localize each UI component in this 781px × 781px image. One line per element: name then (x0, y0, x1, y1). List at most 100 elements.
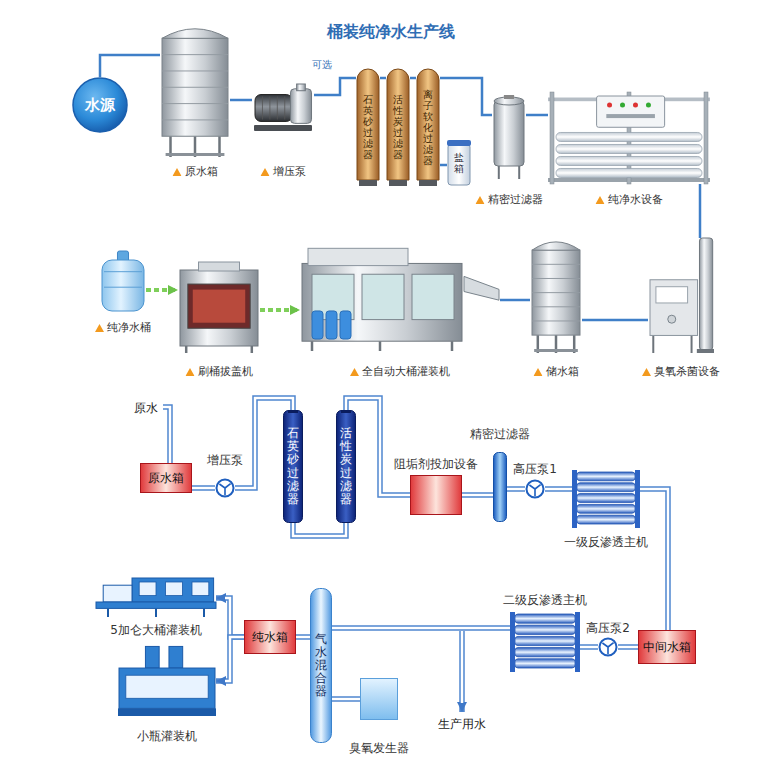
illustration-part (193, 290, 245, 323)
connector-group (462, 495, 493, 496)
node-label: 臭氧发生器 (349, 740, 409, 757)
pipe-core (462, 494, 493, 497)
water-pipe (699, 184, 702, 238)
caption-marker (534, 368, 543, 376)
illustration-part (162, 87, 228, 88)
illustration-part (155, 608, 157, 617)
caption-marker (642, 368, 651, 376)
water-source-circle: 水源 (72, 77, 128, 133)
illustration-part (269, 96, 270, 119)
equipment-illustration (118, 645, 216, 717)
illustration-part (162, 29, 228, 39)
illustration-part (515, 625, 575, 634)
illustration-part (532, 306, 580, 307)
illustration-part (104, 271, 142, 272)
filter-tank: 活性炭过滤器 (386, 68, 410, 186)
note-label: 原水 (134, 400, 158, 417)
illustration-part (532, 292, 580, 293)
pipe-core (580, 646, 598, 649)
caption-marker (350, 368, 359, 376)
illustration-part (192, 582, 209, 596)
illustration-part (362, 274, 404, 319)
equipment-illustration (160, 22, 230, 158)
connector-group (440, 78, 492, 115)
equipment-illustration (96, 578, 216, 618)
caption-marker (596, 196, 605, 204)
bottle-filler: 小瓶灌装机 (118, 645, 216, 717)
illustration-part (361, 679, 398, 720)
flow-arrow (260, 308, 300, 312)
illustration-part (417, 69, 439, 180)
illustration-part (118, 708, 216, 716)
illustration-part (311, 341, 314, 351)
node-label: 5加仑大桶灌装机 (110, 622, 202, 639)
caption-row: 二级反渗透主机 (503, 592, 587, 609)
equipment-illustration (178, 262, 260, 354)
node-label: 全自动大桶灌装机 (362, 364, 450, 379)
caption-row: 一级反渗透主机 (564, 534, 648, 551)
caption-row: 臭氧发生器 (349, 740, 409, 757)
illustration-part (132, 578, 214, 602)
illustration-part (532, 320, 580, 321)
node-label: 高压泵2 (586, 620, 630, 637)
water-pipe (100, 55, 160, 77)
illustration-part (515, 614, 575, 623)
node-label: 纯净水桶 (107, 320, 151, 335)
illustration-part (550, 92, 554, 184)
illustration-part (119, 668, 215, 708)
illustration-part (556, 156, 702, 165)
illustration-part (532, 264, 580, 265)
water-pipe (314, 78, 356, 95)
illustration-part (379, 341, 382, 351)
tank-box: 阻垢剂投加设备 (410, 475, 462, 515)
salt-tank: 盐箱 (447, 140, 471, 186)
connector-group (618, 647, 638, 648)
pipe-connector (293, 523, 346, 536)
illustration-part (284, 411, 303, 523)
caption-marker (186, 368, 195, 376)
water-tank: 原水箱 (160, 22, 230, 158)
ozone-sterilizer: 臭氧杀菌设备 (648, 238, 714, 354)
node-label: 储水箱 (546, 364, 579, 379)
node-label: 石英砂过滤器 (287, 427, 299, 506)
caption-row: 增压泵 (207, 452, 243, 469)
pipe-core (545, 488, 572, 491)
pipe-connector (580, 644, 598, 650)
note-label: 可选 (312, 58, 332, 72)
ro-unit: 纯净水设备 (548, 92, 710, 184)
caption-marker (476, 196, 485, 204)
illustration-part (572, 470, 577, 528)
illustration-part (255, 95, 292, 122)
pipe-core (507, 488, 525, 491)
illustration-part (387, 69, 409, 180)
illustration-part (575, 612, 580, 672)
caption-marker (476, 196, 485, 204)
washing-machine: 刷桶拔盖机 (178, 262, 260, 354)
connector-group (146, 290, 178, 291)
caption-row: 纯净水设备 (596, 192, 663, 207)
caption-row: 储水箱 (534, 364, 579, 379)
illustration-part (340, 311, 351, 339)
illustration-part (254, 125, 312, 131)
illustration-part (510, 612, 515, 672)
ozone-generator: 臭氧发生器 (360, 678, 398, 720)
node-label: 阻垢剂投加设备 (394, 456, 478, 473)
illustration-part (577, 472, 635, 481)
connector-group (216, 637, 244, 681)
illustration-part (534, 349, 578, 352)
illustration-part (102, 260, 144, 311)
filter-column: 活性炭过滤器 (336, 410, 356, 523)
inlet-pipe-core (163, 407, 170, 463)
node-label: 刷桶拔盖机 (198, 364, 253, 379)
connector-group (500, 300, 530, 301)
illustration-part (341, 410, 351, 413)
illustration-part (597, 96, 665, 127)
node-label: 二级反渗透主机 (503, 592, 587, 609)
illustration-part (602, 643, 613, 655)
pump-symbol: 增压泵 (215, 478, 235, 498)
illustration-part (251, 346, 254, 353)
illustration-part (302, 263, 462, 341)
connector-group (580, 647, 598, 648)
illustration-part (107, 608, 109, 617)
node-label: 活性炭过滤器 (393, 94, 403, 160)
